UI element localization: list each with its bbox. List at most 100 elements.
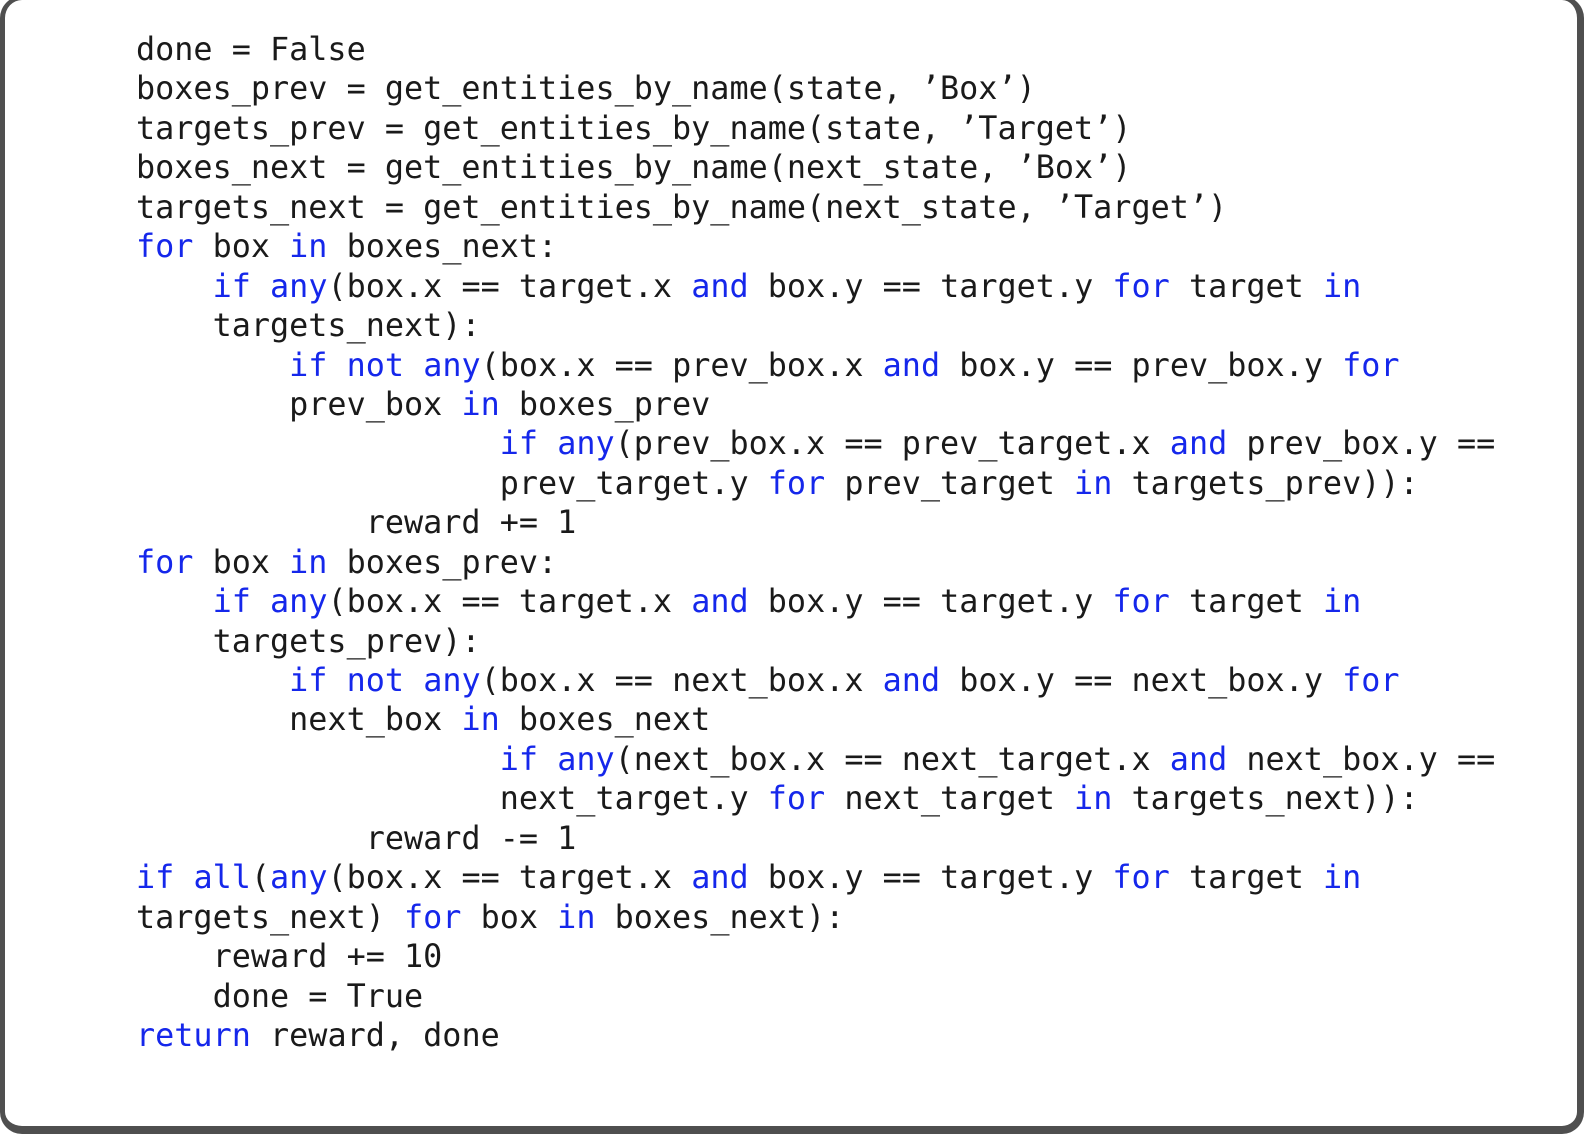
code-text: targets_prev): [136, 622, 481, 660]
code-line: done = True [136, 977, 1567, 1016]
code-text [404, 662, 423, 699]
code-text: reward, done [250, 1016, 500, 1054]
code-text: (prev_box.x == prev_target.x [614, 425, 1170, 463]
code-text: box [461, 898, 558, 936]
code-line: targets_next) for box in boxes_next): [136, 898, 1567, 937]
code-text: prev_box [136, 385, 462, 423]
code-text: prev_target [825, 464, 1075, 502]
code-text: box [193, 228, 290, 266]
code-line: if any(next_box.x == next_target.x and n… [136, 740, 1567, 779]
code-keyword: in [289, 543, 328, 581]
code-line: next_target.y for next_target in targets… [136, 779, 1567, 818]
code-keyword: and [1169, 740, 1228, 778]
code-line: boxes_next = get_entities_by_name(next_s… [136, 148, 1567, 187]
code-keyword: for [136, 543, 194, 581]
code-text: next_target.y [136, 780, 768, 818]
code-keyword: not [346, 346, 405, 384]
code-text: boxes_prev [499, 385, 711, 423]
code-text: next_box [136, 701, 462, 739]
code-keyword: in [1074, 464, 1113, 502]
code-text: reward += 1 [136, 504, 577, 542]
code-text: box.y == target.y [748, 267, 1113, 305]
code-text: boxes_next: [327, 228, 558, 266]
code-text: (box.x == target.x [327, 267, 692, 305]
code-text [538, 741, 557, 778]
code-text: next_box.y == [1227, 740, 1496, 778]
code-text: reward -= 1 [136, 819, 577, 857]
code-text: box.y == target.y [748, 583, 1113, 621]
code-text: target [1169, 267, 1323, 305]
code-keyword: for [1112, 267, 1170, 305]
code-keyword: if [499, 740, 539, 778]
code-keyword: in [1322, 267, 1362, 305]
code-text [136, 741, 500, 778]
code-line: boxes_prev = get_entities_by_name(state,… [136, 69, 1567, 108]
code-text: (box.x == target.x [327, 859, 692, 897]
code-keyword: in [289, 228, 328, 266]
code-keyword: and [882, 346, 941, 384]
code-keyword: all [193, 859, 251, 897]
code-keyword: any [270, 267, 328, 305]
code-text: boxes_prev: [327, 543, 558, 581]
code-text: done = False [136, 31, 366, 68]
code-text [136, 425, 500, 462]
code-text: target [1169, 583, 1323, 621]
code-text [136, 268, 213, 305]
code-keyword: if [212, 267, 251, 305]
code-line: targets_next = get_entities_by_name(next… [136, 188, 1567, 227]
code-text: targets_next) [136, 898, 405, 936]
code-line: reward -= 1 [136, 819, 1567, 858]
code-text [174, 859, 193, 896]
code-text: boxes_prev = get_entities_by_name(state,… [136, 70, 1036, 108]
code-keyword: for [404, 898, 462, 936]
code-keyword: any [423, 346, 481, 384]
code-keyword: any [557, 425, 615, 463]
code-keyword: in [1322, 583, 1362, 621]
code-text: targets_next): [136, 307, 481, 345]
code-text [136, 583, 213, 620]
code-line: targets_prev = get_entities_by_name(stat… [136, 109, 1567, 148]
code-line: for box in boxes_next: [136, 227, 1567, 266]
code-keyword: in [461, 385, 500, 423]
code-text [136, 347, 289, 384]
code-line: if not any(box.x == next_box.x and box.y… [136, 661, 1567, 700]
code-keyword: any [423, 662, 481, 699]
code-text [538, 425, 557, 462]
code-keyword: for [767, 780, 826, 818]
code-keyword: if [289, 346, 328, 384]
code-text: box.y == prev_box.y [940, 346, 1343, 384]
code-text: targets_prev)): [1112, 464, 1419, 502]
code-text: (box.x == target.x [327, 583, 692, 621]
code-keyword: for [1342, 346, 1400, 384]
code-keyword: for [767, 464, 826, 502]
code-keyword: in [1322, 859, 1362, 897]
code-keyword: if [212, 583, 251, 621]
code-line: reward += 10 [136, 937, 1567, 976]
code-text: boxes_next): [595, 898, 845, 936]
code-text: targets_next)): [1112, 780, 1419, 818]
code-keyword: any [270, 859, 328, 897]
code-text: done = True [136, 977, 424, 1015]
code-text: boxes_next [499, 701, 711, 739]
code-text: prev_target.y [136, 464, 768, 502]
code-line: reward += 1 [136, 503, 1567, 542]
code-text: box.y == next_box.y [940, 662, 1343, 699]
code-text: box [193, 543, 290, 581]
code-keyword: for [136, 228, 194, 266]
code-text [251, 268, 270, 305]
code-text [251, 583, 270, 620]
code-keyword: and [882, 662, 941, 699]
code-text: box.y == target.y [748, 859, 1113, 897]
code-line: if any(prev_box.x == prev_target.x and p… [136, 424, 1567, 463]
code-text [404, 347, 423, 384]
code-line: if not any(box.x == prev_box.x and box.y… [136, 346, 1567, 385]
code-text: reward += 10 [136, 938, 443, 976]
code-text: boxes_next = get_entities_by_name(next_s… [136, 149, 1132, 187]
code-text: targets_next = get_entities_by_name(next… [136, 188, 1228, 226]
code-line: done = False [136, 30, 1567, 69]
code-line: for box in boxes_prev: [136, 543, 1567, 582]
code-line: if all(any(box.x == target.x and box.y =… [136, 858, 1567, 897]
code-text [327, 662, 346, 699]
